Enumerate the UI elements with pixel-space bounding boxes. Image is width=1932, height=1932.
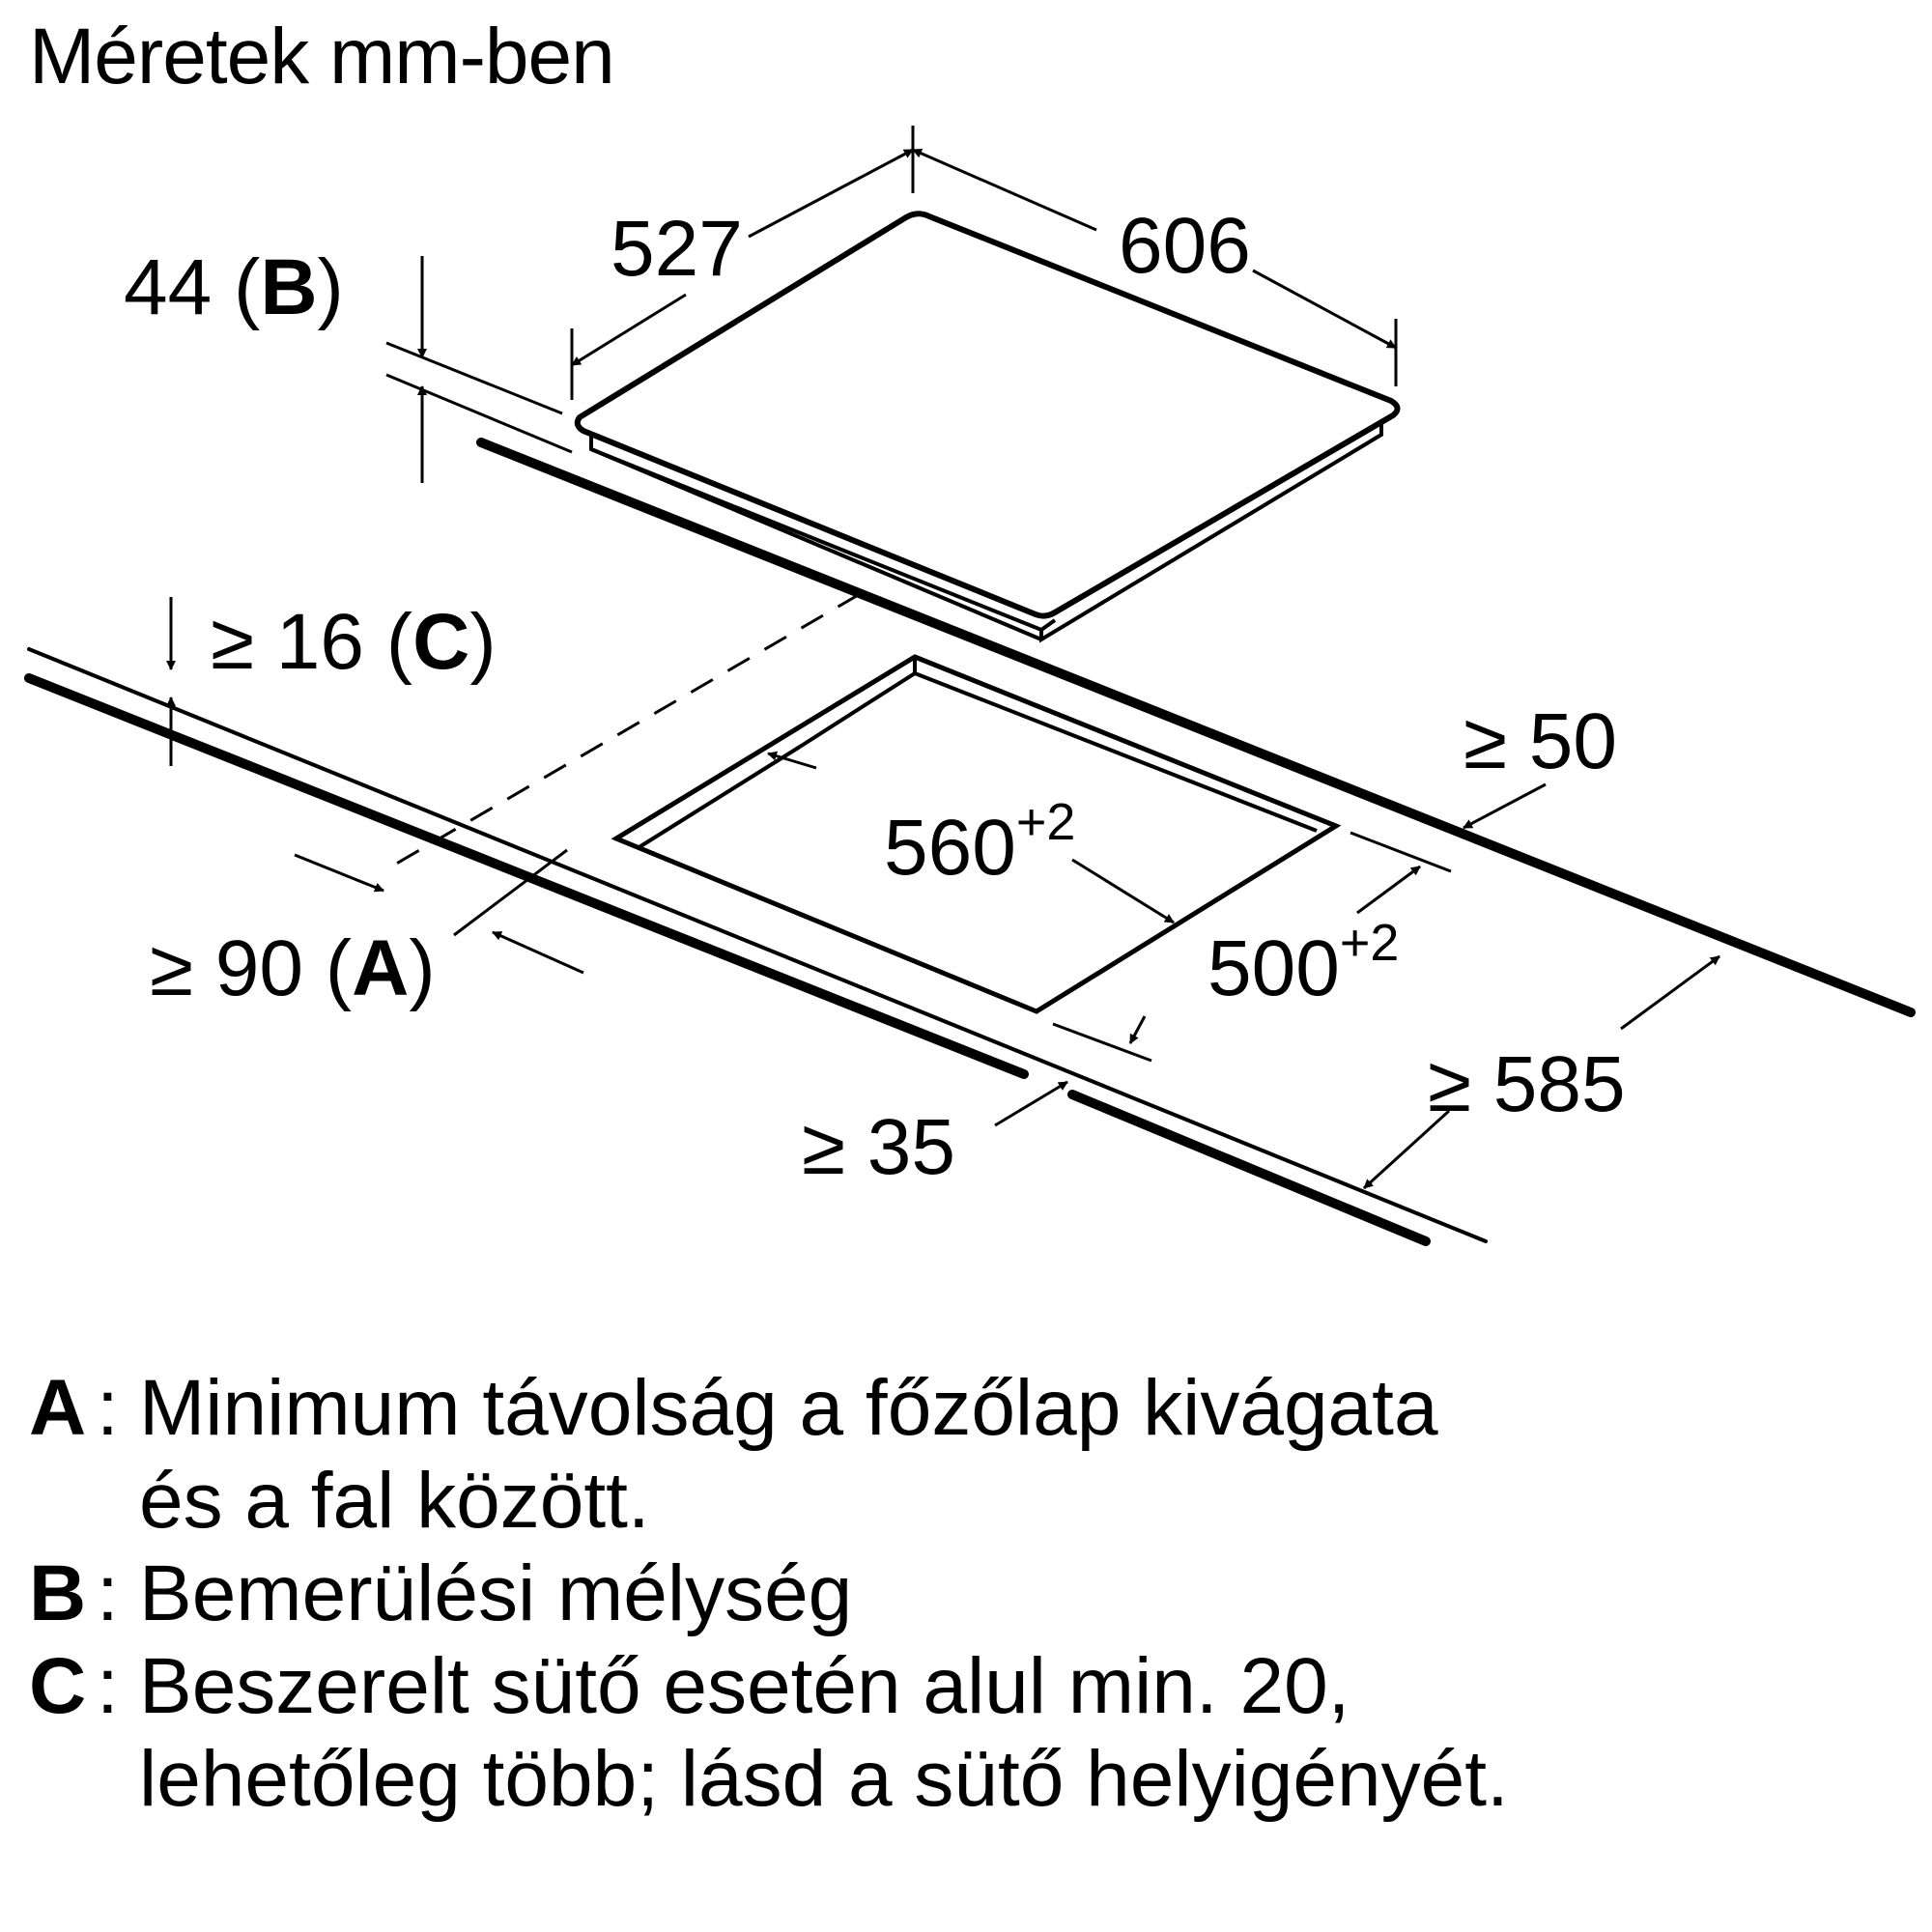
dim-560 bbox=[767, 751, 1175, 924]
dim-500-label: 500+2 bbox=[1208, 914, 1399, 1012]
worktop-back-edge bbox=[476, 438, 1916, 1017]
legend-item-b: B:Bemerülési mélység bbox=[29, 1548, 1509, 1640]
legend-text-continued: és a fal között. bbox=[139, 1457, 650, 1545]
legend-key: A bbox=[29, 1364, 87, 1452]
dim-560-label: 560+2 bbox=[884, 793, 1075, 892]
dim-90 bbox=[294, 848, 584, 975]
dim-50 bbox=[1463, 782, 1547, 830]
dim-16-label: ≥ 16 (C) bbox=[211, 598, 497, 686]
legend-item-a: A:Minimum távolság a főzőlap kivágata bbox=[29, 1362, 1509, 1455]
legend-key: C bbox=[29, 1642, 87, 1730]
dim-90-label: ≥ 90 (A) bbox=[150, 924, 436, 1012]
legend-text: Bemerülési mélység bbox=[139, 1549, 853, 1637]
dim-527-label: 527 bbox=[611, 205, 743, 293]
dim-606 bbox=[912, 148, 1398, 386]
dim-50-label: ≥ 50 bbox=[1463, 697, 1617, 785]
page-title: Méretek mm-ben bbox=[29, 13, 615, 100]
hob-outline bbox=[574, 211, 1401, 643]
legend-colon: : bbox=[97, 1364, 119, 1452]
cutout-outline bbox=[611, 654, 1342, 1014]
legend-colon: : bbox=[97, 1642, 119, 1730]
worktop-front-top-edge bbox=[27, 647, 1488, 1243]
legend-colon: : bbox=[97, 1549, 119, 1637]
legend-text: Minimum távolság a főzőlap kivágata bbox=[139, 1364, 1438, 1452]
dim-44 bbox=[385, 256, 573, 483]
dim-35-label: ≥ 35 bbox=[802, 1103, 955, 1191]
worktop-front-bottom-edge-right bbox=[1067, 1090, 1431, 1246]
legend-text: Beszerelt sütő esetén alul min. 20, bbox=[139, 1642, 1350, 1730]
dim-35 bbox=[994, 1080, 1068, 1127]
dim-500 bbox=[1052, 831, 1452, 1063]
dim-606-label: 606 bbox=[1119, 202, 1251, 290]
installation-diagram: 527 606 44 (B) 560+2 500+2 bbox=[24, 126, 1916, 1246]
dim-44-label: 44 (B) bbox=[124, 243, 344, 331]
legend: A:Minimum távolság a főzőlap kivágata és… bbox=[29, 1362, 1509, 1826]
worktop-front-bottom-edge-left bbox=[24, 673, 1029, 1079]
dim-527 bbox=[570, 126, 915, 400]
legend-item-c: C:Beszerelt sütő esetén alul min. 20, bbox=[29, 1640, 1509, 1733]
wall-reference-line bbox=[385, 592, 861, 871]
dim-585-label: ≥ 585 bbox=[1428, 1040, 1626, 1128]
dim-585 bbox=[1362, 954, 1720, 1190]
legend-key: B bbox=[29, 1549, 87, 1637]
legend-text-continued: lehetőleg több; lásd a sütő helyigényét. bbox=[139, 1735, 1509, 1823]
